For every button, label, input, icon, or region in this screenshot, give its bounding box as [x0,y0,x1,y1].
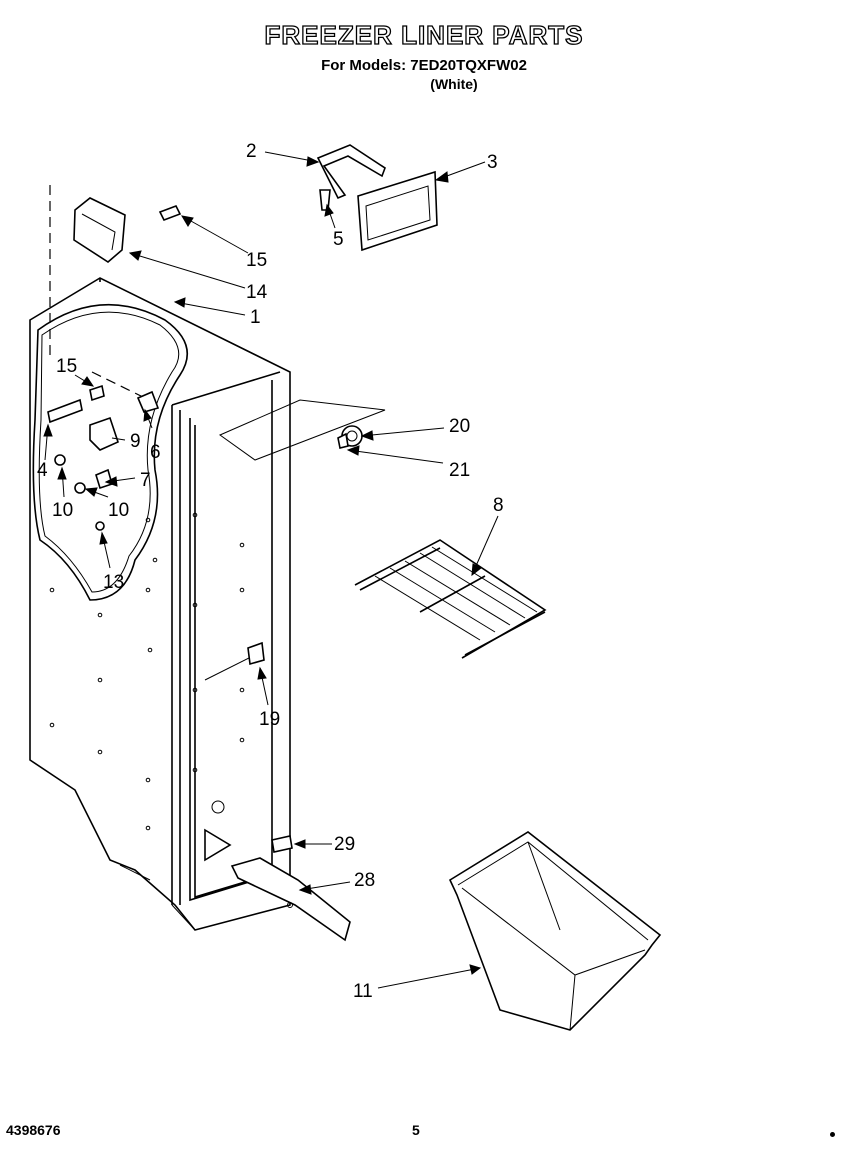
models-line: For Models: 7ED20TQXFW02 [321,57,527,74]
callout-1: 1 [250,307,261,328]
callout-19: 19 [259,709,280,730]
rail-part-28 [230,857,351,942]
callout-2: 2 [246,141,257,162]
callout-15-top: 15 [246,250,267,271]
callout-6: 6 [150,442,161,463]
bracket-part-2 [316,144,386,200]
color-line: (White) [430,76,478,92]
shelf-part-8 [354,539,547,659]
callout-labels: 2 3 5 15 14 1 15 9 6 4 7 10 10 13 20 21 … [37,141,504,1002]
callout-5: 5 [333,229,344,250]
callout-10-left: 10 [52,500,73,521]
callout-9: 9 [130,431,141,452]
callout-28: 28 [354,870,375,891]
callout-13: 13 [103,572,124,593]
small-parts-cluster [47,384,160,531]
page-title: FREEZER LINER PARTS [264,19,584,50]
callout-29: 29 [334,834,355,855]
clip-part-19 [247,641,265,666]
document-number: 4398676 [6,1122,61,1138]
callout-8: 8 [493,495,504,516]
callout-10-right: 10 [108,500,129,521]
top-bracket-part-14 [73,197,126,263]
light-socket-part-20 [337,425,363,449]
callout-4: 4 [37,460,48,481]
leader-lines [43,151,499,989]
callout-7: 7 [140,470,151,491]
callout-3: 3 [487,152,498,173]
callout-15-left: 15 [56,356,77,377]
light-cover-part-3 [357,170,438,252]
screw-part-29 [271,835,293,853]
callout-11: 11 [353,981,373,1002]
screw-part-15-top [158,204,182,222]
corner-registration-mark [830,1132,835,1137]
page-number: 5 [412,1122,420,1138]
callout-20: 20 [449,416,470,437]
ice-bin-part-11 [448,831,662,1031]
freezer-liner-shell [29,185,386,931]
callout-14: 14 [246,282,268,303]
callout-21: 21 [449,460,470,481]
